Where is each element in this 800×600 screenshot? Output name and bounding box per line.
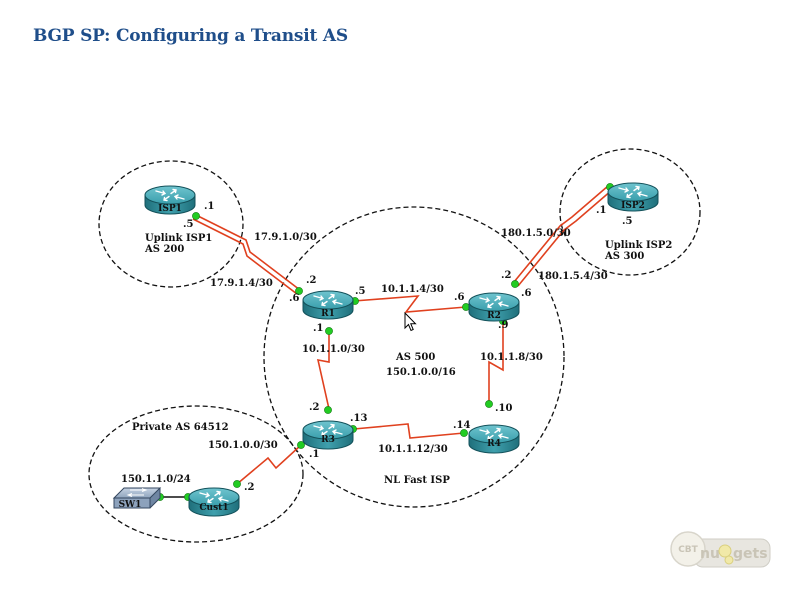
subnet-label: 180.1.5.0/30 [501,228,571,239]
host-label: .5 [622,216,632,227]
router-label: ISP2 [621,201,645,211]
switch-sw1[interactable]: SW1 [112,487,162,510]
isp1-as-label: AS 200 [144,244,184,255]
subnet-label: 10.1.1.4/30 [381,284,444,295]
link-r3-cust1 [236,445,301,485]
host-label: .1 [204,201,214,212]
host-label: .5 [355,286,365,297]
host-label: .2 [244,482,254,493]
isp2-area-boundary [559,148,701,276]
host-label: .2 [309,402,319,413]
page-title: BGP SP: Configuring a Transit AS [33,26,348,46]
host-label: .5 [183,219,193,230]
core-network-label: 150.1.0.0/16 [386,367,456,378]
as500-area-boundary [263,206,565,508]
subnet-label: 150.1.0.0/30 [208,440,278,451]
router-r4[interactable]: R4 [468,424,520,454]
host-label: .6 [521,288,531,299]
isp1-area-boundary [98,160,244,288]
link-r1-r3 [316,330,330,410]
host-label: .6 [289,293,299,304]
router-label: ISP1 [158,204,182,214]
host-label: .10 [495,403,512,414]
host-label: .2 [501,270,511,281]
isp1-uplink-label: Uplink ISP1 [145,233,212,244]
switch-label: SW1 [119,500,142,510]
router-isp2[interactable]: ISP2 [607,182,659,212]
subnet-label: 17.9.1.0/30 [254,232,317,243]
router-isp1[interactable]: ISP1 [144,185,196,215]
logo-text-cbt: CBT [678,545,698,555]
subnet-label: 150.1.1.0/24 [121,474,191,485]
core-name-label: NL Fast ISP [384,475,450,486]
router-label: R1 [321,309,335,319]
isp2-as-label: AS 300 [604,251,644,262]
host-label: .6 [454,292,464,303]
host-label: .1 [313,323,323,334]
subnet-label: 10.1.1.8/30 [480,352,543,363]
router-r3[interactable]: R3 [302,420,354,450]
router-label: Cust1 [199,503,228,513]
link-isp1-r1 [192,214,301,295]
link-isp2-r2 [513,185,613,287]
subnet-label: 10.1.1.12/30 [378,444,448,455]
core-as-label: AS 500 [395,352,435,363]
host-label: .9 [498,320,508,331]
router-label: R2 [487,311,501,321]
router-r1[interactable]: R1 [302,290,354,320]
host-label: .1 [596,205,606,216]
router-r2[interactable]: R2 [468,292,520,322]
logo-text-nu: nu [700,546,720,562]
link-r1-r2 [353,295,467,313]
mouse-cursor-icon [404,311,417,332]
subnet-label: 10.1.1.0/30 [302,344,365,355]
router-label: R4 [487,439,501,449]
isp2-uplink-label: Uplink ISP2 [605,240,672,251]
router-cust1[interactable]: Cust1 [188,487,240,517]
host-label: .13 [350,413,367,424]
host-label: .2 [306,275,316,286]
private-as-label: Private AS 64512 [132,422,229,433]
private-area-boundary [88,405,304,543]
logo-text-gets: gets [733,546,768,562]
router-label: R3 [321,435,335,445]
cbt-nuggets-logo: CBT nu gets [670,531,771,568]
link-r2-r4 [488,320,504,404]
subnet-label: 17.9.1.4/30 [210,278,273,289]
host-label: .1 [309,449,319,460]
subnet-label: 180.1.5.4/30 [538,271,608,282]
host-label: .14 [453,420,470,431]
link-r3-r4 [353,423,465,439]
